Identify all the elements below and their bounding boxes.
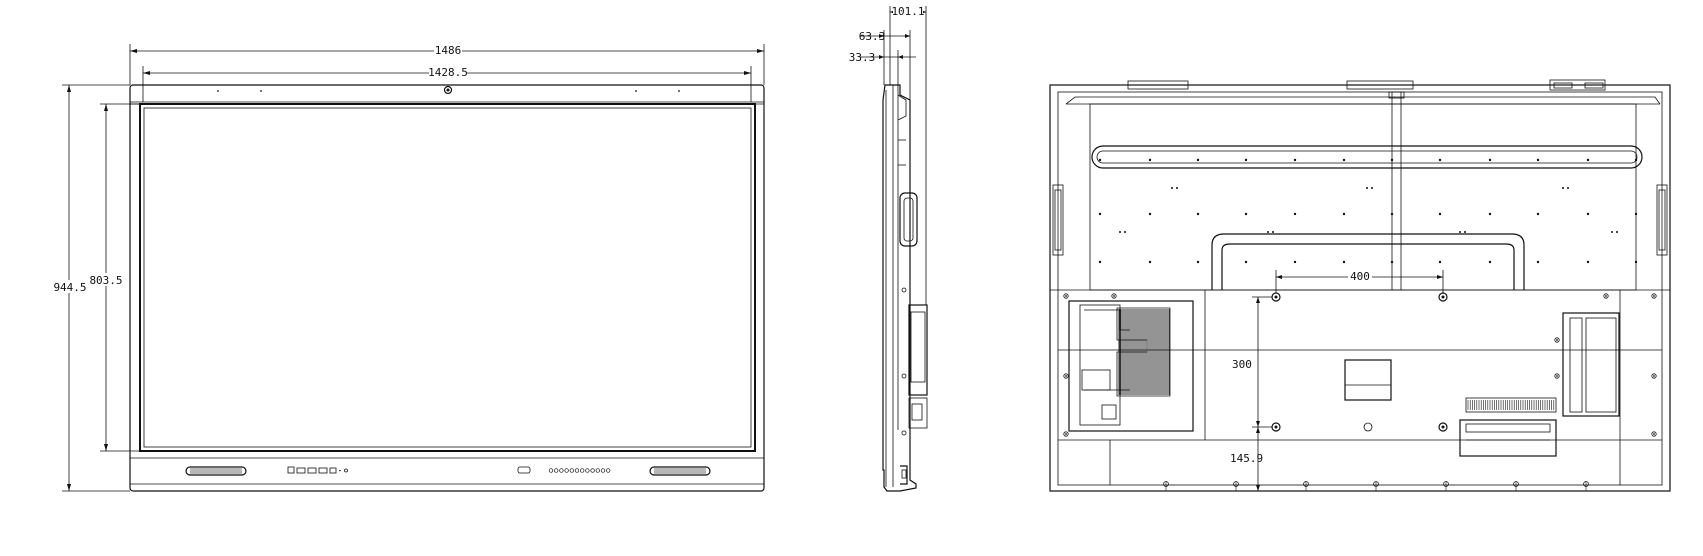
right-speaker-grille — [649, 466, 711, 476]
dim-label-overall-height: 944.5 — [53, 281, 86, 294]
camera-icon — [443, 85, 453, 95]
dimension-max-depth: 101.1 — [889, 5, 927, 305]
dimension-overall-width: 1486 — [129, 44, 765, 85]
dimension-overall-height: 944.5 — [53, 84, 130, 492]
rear-center-bar — [1391, 91, 1402, 291]
dim-label-overall-width: 1486 — [435, 44, 462, 57]
side-handle — [899, 192, 918, 247]
dim-label-vesa-vertical: 300 — [1232, 358, 1252, 371]
rear-outer-frame — [1049, 84, 1671, 492]
rear-label-plate — [1344, 359, 1392, 401]
dimension-vesa-vertical: 300 — [1232, 296, 1272, 428]
dim-label-max-depth: 101.1 — [891, 5, 924, 18]
front-outer-frame — [129, 84, 765, 492]
rear-left-module — [1068, 300, 1194, 432]
front-view: 1486 1428.5 944.5 803.5 — [53, 44, 765, 492]
dim-label-bottom-offset: 145.9 — [1230, 452, 1263, 465]
dimension-panel-depth: 33.3 — [849, 50, 916, 95]
dimension-frame-width: 1428.5 — [142, 66, 752, 102]
rear-u-frame — [1211, 233, 1525, 290]
side-profile — [882, 84, 917, 492]
rear-upper-slot — [1091, 145, 1643, 169]
rear-view: 400 300 145.9 — [1049, 79, 1671, 492]
dimension-vesa-horizontal: 400 — [1275, 270, 1444, 293]
left-speaker-grille — [185, 466, 247, 476]
front-screen — [139, 103, 756, 452]
dim-label-body-depth: 63.3 — [859, 30, 886, 43]
side-module-box — [908, 304, 928, 396]
dim-label-vesa-horizontal: 400 — [1350, 270, 1370, 283]
front-ports — [287, 466, 348, 474]
vesa-mount-holes — [1271, 292, 1448, 432]
rear-right-module — [1562, 312, 1620, 417]
ir-sensor — [517, 466, 531, 474]
rear-screw-dots — [1063, 158, 1657, 437]
dim-label-panel-depth: 33.3 — [849, 51, 876, 64]
side-view: 101.1 63.3 33.3 — [849, 5, 928, 492]
dimension-body-depth: 63.3 — [859, 30, 911, 100]
dim-label-screen-height: 803.5 — [89, 274, 122, 287]
dimension-bottom-offset: 145.9 — [1230, 427, 1263, 491]
rear-vent — [1465, 397, 1557, 413]
dimension-screen-height: 803.5 — [89, 103, 140, 452]
front-buttons — [548, 468, 611, 473]
dim-label-frame-width: 1428.5 — [428, 66, 468, 79]
rear-connector-panel — [1459, 419, 1557, 457]
